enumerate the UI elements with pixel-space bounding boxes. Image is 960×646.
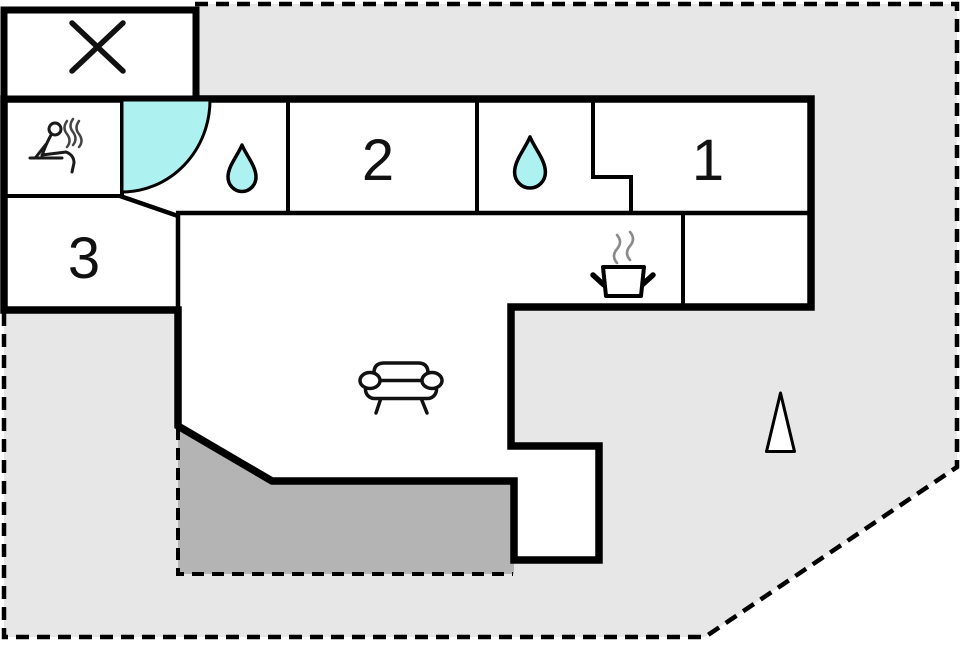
sauna-person-head bbox=[47, 121, 63, 137]
sofa-armrest-left bbox=[358, 370, 382, 391]
cooking-pot-icon bbox=[590, 230, 656, 298]
room-label-3: 3 bbox=[68, 226, 100, 291]
crossed-area-icon bbox=[69, 20, 126, 74]
sofa-legs bbox=[374, 396, 429, 415]
annex-room bbox=[0, 6, 200, 103]
droplet-shape bbox=[226, 143, 258, 194]
pot-body bbox=[601, 265, 646, 298]
droplet-shape bbox=[512, 135, 548, 190]
water-droplet-icon bbox=[226, 143, 258, 194]
terrace-area bbox=[178, 426, 514, 574]
sofa-armrest-right bbox=[420, 370, 444, 391]
tree-icon bbox=[765, 391, 796, 453]
terrace-boundary-dashed bbox=[176, 428, 513, 576]
door-swing bbox=[120, 98, 212, 194]
room-label-1: 1 bbox=[692, 128, 724, 193]
terrace bbox=[176, 426, 514, 576]
sauna-icon bbox=[28, 117, 83, 174]
sauna-steam bbox=[63, 117, 83, 149]
water-droplet-icon bbox=[512, 135, 548, 190]
sofa-icon bbox=[358, 361, 444, 415]
sofa-back bbox=[372, 361, 430, 386]
pot-steam bbox=[612, 230, 635, 265]
sauna-person-body bbox=[34, 133, 76, 174]
interior-walls bbox=[4, 99, 811, 310]
room-label-2: 2 bbox=[362, 128, 394, 193]
wall-hall-diagonal bbox=[119, 193, 179, 219]
wall-bath2-step bbox=[591, 99, 633, 213]
